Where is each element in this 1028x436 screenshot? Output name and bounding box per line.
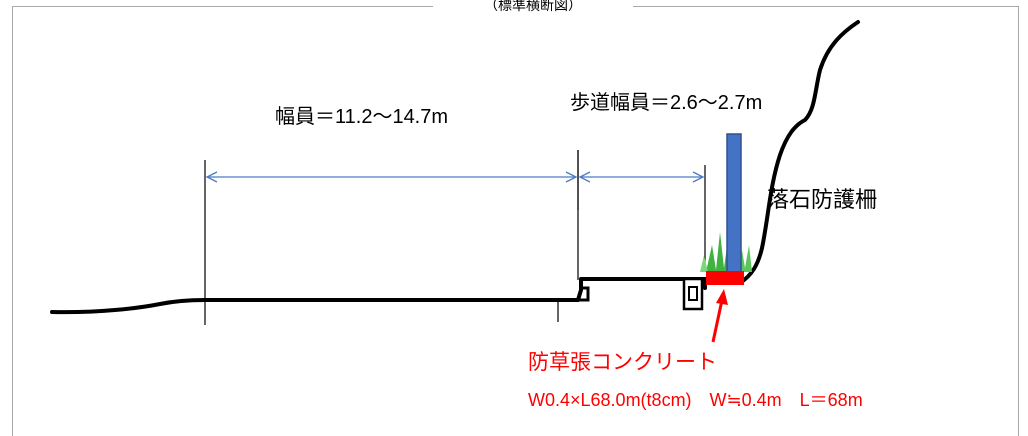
concrete-pointer-arrow [711, 289, 728, 343]
figure-frame: （標準横断図） [12, 0, 1019, 436]
sidewalk-width-label: 歩道幅員＝2.6〜2.7m [570, 92, 763, 114]
side-ditch-inner [688, 286, 698, 301]
ground-profile-line [50, 277, 707, 315]
concrete-title-label: 防草張コンクリート [528, 351, 717, 374]
grass-tufts [700, 232, 752, 272]
road-width-label: 幅員＝11.2〜14.7m [275, 106, 449, 128]
rockfall-fence-label: 落石防護柵 [767, 187, 878, 212]
concrete-spec-label: W0.4×L68.0m(t8cm) W≒0.4m L＝68m [528, 390, 863, 410]
sidewalk-width-dimension-arrow [578, 171, 705, 183]
weed-barrier-concrete [706, 271, 744, 285]
curb-step [578, 286, 590, 302]
road-width-dimension-arrow [205, 171, 578, 183]
rockfall-fence-post [726, 133, 742, 273]
cliff-slope-line [738, 20, 860, 285]
figure-caption: （標準横断図） [433, 0, 633, 13]
